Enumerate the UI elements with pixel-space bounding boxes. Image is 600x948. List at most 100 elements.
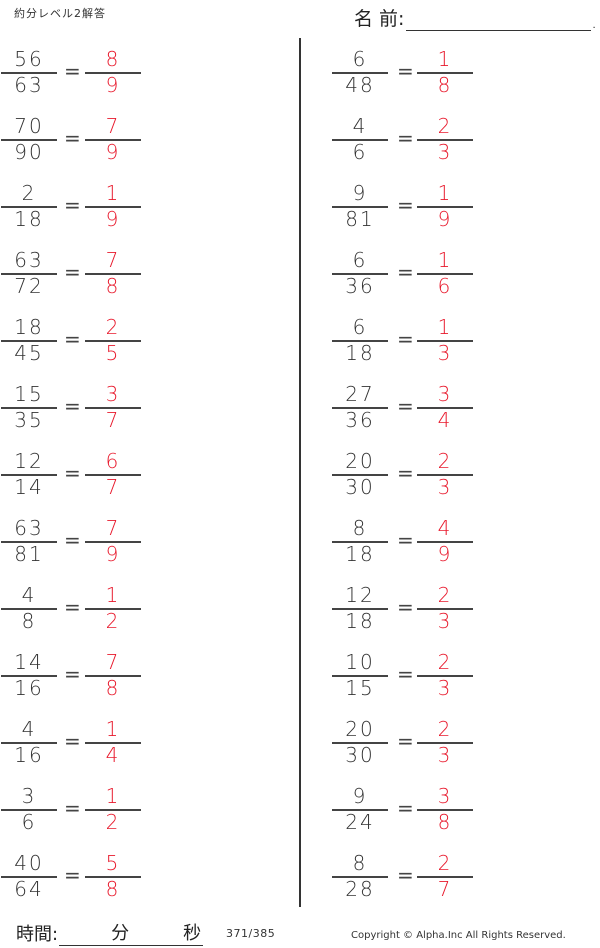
fraction-bar bbox=[1, 608, 57, 610]
answer-numerator: 2 bbox=[437, 650, 453, 674]
fraction-bar bbox=[85, 876, 141, 878]
equals-sign: = bbox=[397, 394, 414, 418]
question-denominator: 15 bbox=[345, 676, 375, 700]
fraction-bar bbox=[332, 541, 388, 543]
answer-numerator: 5 bbox=[105, 851, 121, 875]
answer-denominator: 8 bbox=[105, 877, 121, 901]
equals-sign: = bbox=[64, 528, 81, 552]
equals-sign: = bbox=[397, 863, 414, 887]
answer-denominator: 9 bbox=[437, 207, 453, 231]
fraction-bar bbox=[332, 474, 388, 476]
fraction-bar bbox=[1, 139, 57, 141]
question-denominator: 30 bbox=[345, 743, 375, 767]
fraction-bar bbox=[85, 72, 141, 74]
question-denominator: 16 bbox=[14, 743, 44, 767]
fraction-bar bbox=[332, 809, 388, 811]
answer-denominator: 8 bbox=[105, 274, 121, 298]
fraction-bar bbox=[85, 407, 141, 409]
answer-denominator: 5 bbox=[105, 341, 121, 365]
question-numerator: 14 bbox=[14, 650, 44, 674]
equals-sign: = bbox=[397, 729, 414, 753]
fraction-bar bbox=[332, 139, 388, 141]
fraction-bar bbox=[1, 675, 57, 677]
answer-numerator: 1 bbox=[105, 784, 121, 808]
fraction-bar bbox=[417, 273, 473, 275]
fraction-bar bbox=[85, 809, 141, 811]
name-input-line[interactable] bbox=[406, 10, 592, 31]
question-denominator: 45 bbox=[14, 341, 44, 365]
answer-numerator: 3 bbox=[105, 382, 121, 406]
question-denominator: 81 bbox=[14, 542, 44, 566]
question-numerator: 63 bbox=[14, 248, 44, 272]
answer-denominator: 4 bbox=[105, 743, 121, 767]
time-input-line[interactable]: 分 秒 bbox=[59, 923, 204, 946]
answer-numerator: 1 bbox=[437, 47, 453, 71]
question-numerator: 8 bbox=[352, 516, 368, 540]
answer-numerator: 4 bbox=[437, 516, 453, 540]
fraction-bar bbox=[1, 407, 57, 409]
question-numerator: 18 bbox=[14, 315, 44, 339]
fraction-bar bbox=[417, 608, 473, 610]
question-numerator: 56 bbox=[14, 47, 44, 71]
question-numerator: 9 bbox=[352, 181, 368, 205]
equals-sign: = bbox=[64, 260, 81, 284]
fraction-bar bbox=[1, 742, 57, 744]
answer-numerator: 2 bbox=[437, 583, 453, 607]
question-denominator: 48 bbox=[345, 73, 375, 97]
answer-denominator: 6 bbox=[437, 274, 453, 298]
answer-numerator: 8 bbox=[105, 47, 121, 71]
fraction-bar bbox=[417, 809, 473, 811]
time-field: 時間: 分 秒 bbox=[16, 920, 204, 946]
answer-denominator: 8 bbox=[105, 676, 121, 700]
fraction-bar bbox=[1, 206, 57, 208]
answer-denominator: 9 bbox=[437, 542, 453, 566]
answer-numerator: 3 bbox=[437, 382, 453, 406]
question-numerator: 27 bbox=[345, 382, 375, 406]
fraction-bar bbox=[332, 876, 388, 878]
fraction-bar bbox=[85, 608, 141, 610]
fraction-bar bbox=[1, 809, 57, 811]
answer-denominator: 3 bbox=[437, 140, 453, 164]
equals-sign: = bbox=[64, 662, 81, 686]
minutes-label: 分 bbox=[111, 923, 130, 944]
question-denominator: 18 bbox=[345, 609, 375, 633]
question-denominator: 30 bbox=[345, 475, 375, 499]
name-label: 名 前: bbox=[354, 8, 405, 30]
fraction-bar bbox=[417, 474, 473, 476]
answer-numerator: 1 bbox=[105, 717, 121, 741]
answer-numerator: 2 bbox=[437, 717, 453, 741]
question-numerator: 8 bbox=[352, 851, 368, 875]
fraction-bar bbox=[417, 139, 473, 141]
page-number: 371/385 bbox=[226, 927, 276, 940]
question-denominator: 36 bbox=[345, 408, 375, 432]
equals-sign: = bbox=[64, 796, 81, 820]
